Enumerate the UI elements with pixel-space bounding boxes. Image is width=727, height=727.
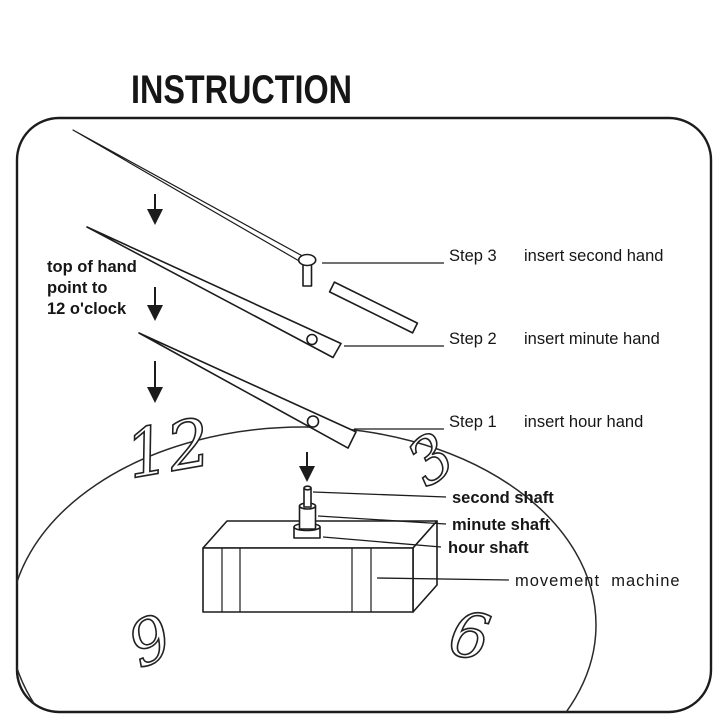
- hour-shaft-label: hour shaft: [448, 539, 529, 557]
- minute-shaft-label: minute shaft: [452, 516, 551, 534]
- hour-hand: [138, 332, 357, 449]
- minute-hand-hole: [306, 333, 318, 346]
- minute-hand: [86, 226, 342, 359]
- second-shaft-cap: [303, 485, 312, 491]
- note-line-1: top of hand: [47, 258, 137, 276]
- clock-number-9: 9: [118, 600, 182, 682]
- clock-number-6: 6: [444, 596, 496, 675]
- second-hand-hub-cap: [297, 253, 317, 267]
- step1-text: insert hour hand: [524, 413, 643, 431]
- second-hand-group: [72, 129, 419, 334]
- page-title: INSTRUCTION: [131, 68, 352, 112]
- step-row-2: Step 2 insert minute hand: [344, 330, 660, 348]
- minute-shaft-leader: [317, 515, 447, 525]
- minute-hand-group: [86, 226, 342, 359]
- alignment-note: top of hand point to 12 o'clock: [47, 258, 137, 318]
- hour-hand-hole: [306, 415, 320, 428]
- movement-box-front: [202, 547, 414, 613]
- second-hand: [72, 129, 308, 265]
- movement-machine-group: [202, 485, 438, 613]
- clock-number-12: 12: [120, 404, 216, 494]
- shaft-callouts: second shaft minute shaft hour shaft mov…: [312, 489, 681, 590]
- clock-face-outline: [17, 426, 597, 712]
- hour-shaft-leader: [322, 536, 442, 548]
- step-row-3: Step 3 insert second hand: [322, 247, 663, 265]
- step2-text: insert minute hand: [524, 330, 660, 348]
- note-line-2: point to: [47, 279, 107, 297]
- movement-machine-leader: [376, 577, 510, 581]
- diagram-border: [15, 116, 713, 714]
- step2-label: Step 2: [449, 330, 497, 348]
- step3-label: Step 3: [449, 247, 497, 265]
- step-row-1: Step 1 insert hour hand: [354, 413, 643, 431]
- second-shaft-leader: [312, 491, 447, 498]
- step3-text: insert second hand: [524, 247, 663, 265]
- hour-hand-group: [138, 332, 357, 449]
- movement-machine-label: movement machine: [515, 572, 681, 590]
- step1-label: Step 1: [449, 413, 497, 431]
- second-shaft: [303, 487, 312, 508]
- note-line-3: 12 o'clock: [47, 300, 127, 318]
- second-hand-tail: [328, 281, 419, 334]
- second-shaft-label: second shaft: [452, 489, 554, 507]
